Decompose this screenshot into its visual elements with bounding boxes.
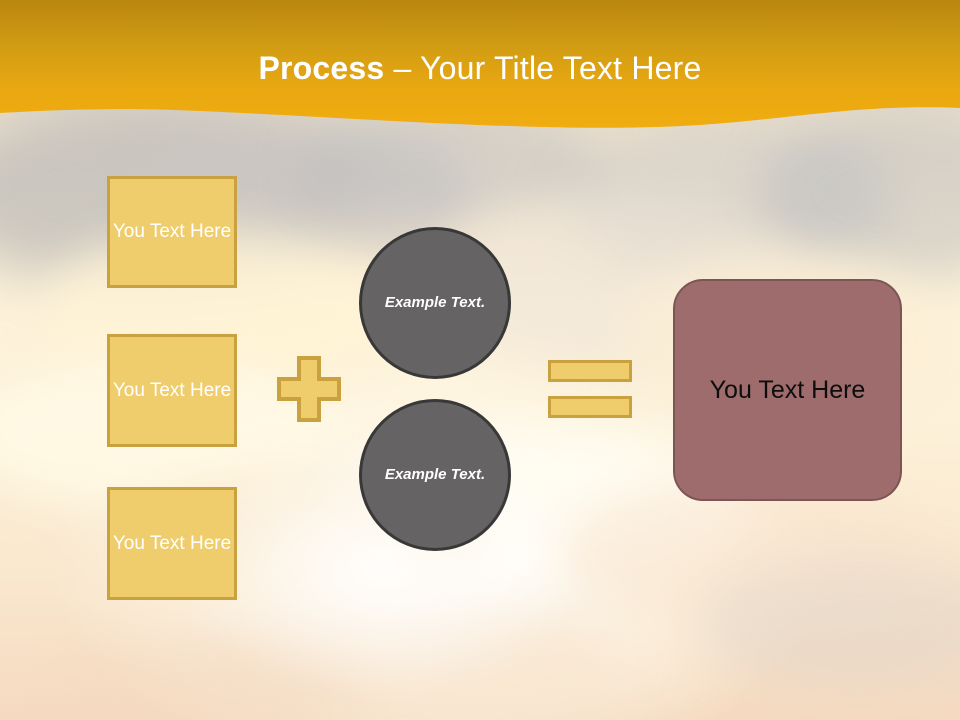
- plus-icon: [277, 356, 341, 422]
- input-box-2-label: You Text Here: [112, 379, 232, 401]
- process-circle-2[interactable]: Example Text.: [359, 399, 511, 551]
- page-title: Process – Your Title Text Here: [0, 50, 960, 87]
- process-circle-1-label: Example Text.: [384, 294, 486, 312]
- page-title-rest: – Your Title Text Here: [384, 50, 702, 86]
- process-circle-2-label: Example Text.: [384, 466, 486, 484]
- equals-bar-bottom: [548, 396, 632, 418]
- page-title-strong: Process: [258, 50, 385, 86]
- result-box[interactable]: You Text Here: [673, 279, 902, 501]
- input-box-3[interactable]: You Text Here: [107, 487, 237, 600]
- equals-icon: [548, 360, 632, 418]
- input-box-3-label: You Text Here: [112, 532, 232, 554]
- process-circle-1[interactable]: Example Text.: [359, 227, 511, 379]
- input-box-2[interactable]: You Text Here: [107, 334, 237, 447]
- equals-bar-top: [548, 360, 632, 382]
- input-box-1-label: You Text Here: [112, 221, 232, 243]
- input-box-1[interactable]: You Text Here: [107, 176, 237, 288]
- slide-header-band: [0, 0, 960, 140]
- result-box-label: You Text Here: [709, 375, 866, 404]
